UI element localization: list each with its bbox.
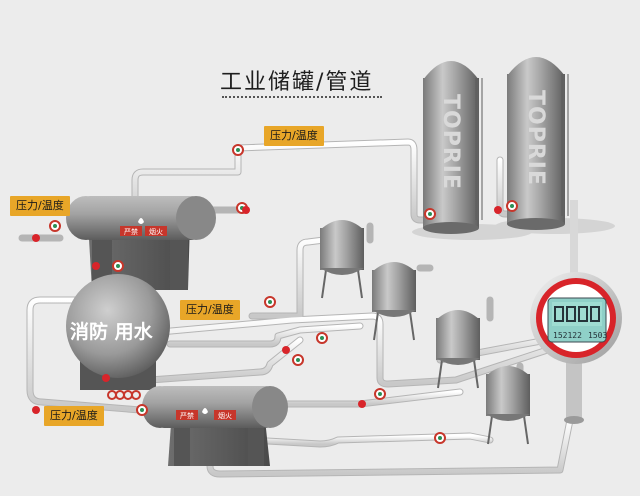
pressure-meter: 152122 1503 [530,200,622,424]
meter-readout-1: 152122 [553,331,582,340]
tag-pressure-temp-4: 压力/温度 [44,406,104,426]
vessel-2 [372,262,416,341]
sphere-tank: 消防 用水 [66,274,170,390]
tower-brand-left: TOPRIE [438,94,463,190]
tower-brand-right: TOPRIE [523,90,548,186]
sensors [32,144,518,444]
vessel-4 [486,366,530,445]
tag-pressure-temp-2: 压力/温度 [10,196,70,216]
diagram-title: 工业储罐/管道 [220,70,374,95]
label-strict: 严禁 [180,412,194,420]
title-underline [222,96,382,98]
flange-rings [107,390,141,400]
tower-right: TOPRIE [507,57,569,230]
label-fire: 烟火 [218,411,232,420]
tag-pressure-temp-1: 压力/温度 [264,126,324,146]
meter-readout-2: 1503 [588,331,607,340]
tag-pressure-temp-3: 压力/温度 [180,300,240,320]
tank-horizontal-upper: 严禁 烟火 [66,196,216,290]
vessel-1 [320,220,364,299]
tower-left: TOPRIE [423,61,483,234]
label-fire: 烟火 [149,227,163,236]
sphere-label: 消防 用水 [70,320,154,343]
label-strict: 严禁 [124,228,138,236]
tank-horizontal-lower: 严禁 烟火 [142,386,288,466]
vessel-3 [436,310,480,389]
